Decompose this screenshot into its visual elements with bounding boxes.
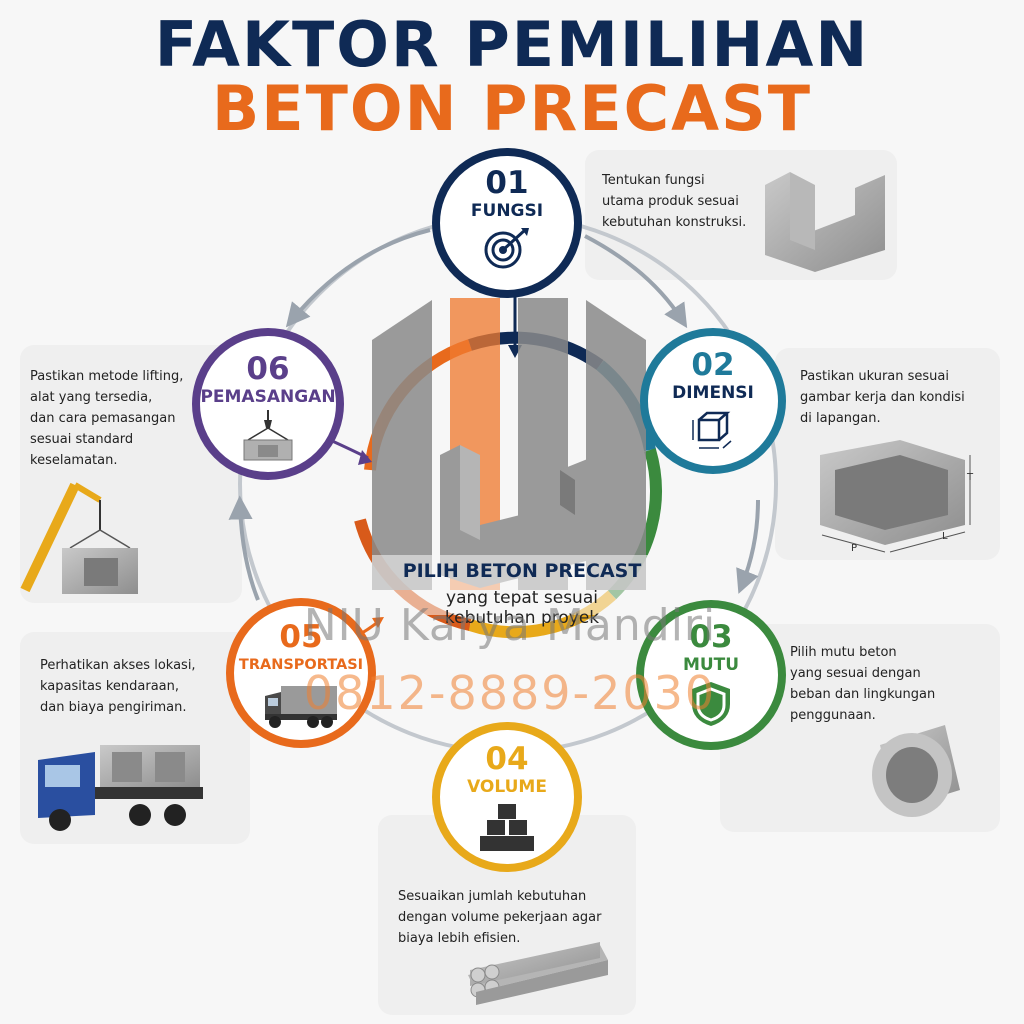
step-label: PEMASANGAN — [200, 387, 336, 407]
step-number: 05 — [279, 619, 323, 655]
center-u-channel — [440, 445, 590, 588]
arrow-05-06 — [228, 495, 260, 601]
arrow-02-03 — [736, 499, 760, 594]
step-label: FUNGSI — [470, 201, 544, 221]
shield-check-icon — [692, 682, 730, 726]
center-subtitle-line-1: yang tepat sesuai — [446, 588, 598, 608]
hollow-beams-image — [468, 942, 608, 1005]
dimension-t: T — [967, 472, 974, 483]
cube-dimension-icon — [692, 411, 732, 449]
step-06-pemasangan: 06 PEMASANGAN — [192, 328, 344, 480]
desc-transportasi: Perhatikan akses lokasi, kapasitas kenda… — [40, 658, 196, 715]
desc-mutu: Pilih mutu beton yang sesuai dengan beba… — [790, 645, 936, 723]
center-subtitle-line-2: kebutuhan proyek — [444, 608, 600, 628]
arrow-01-02 — [584, 234, 688, 329]
title-line-2: BETON PRECAST — [211, 72, 813, 145]
u-ditch-image — [765, 172, 885, 272]
desc-volume: Sesuaikan jumlah kebutuhan dengan volume… — [398, 889, 602, 946]
box-culvert-image — [820, 440, 971, 553]
title-line-1: FAKTOR PEMILIHAN — [154, 8, 870, 81]
step-number: 03 — [689, 619, 733, 655]
concrete-pipe-image — [872, 725, 960, 817]
step-label: VOLUME — [467, 777, 547, 797]
step-05-transportasi: 05 TRANSPORTASI — [226, 598, 376, 748]
stacked-boxes-icon — [480, 804, 534, 851]
desc-fungsi: Tentukan fungsi utama produk sesuai kebu… — [602, 173, 747, 230]
step-number: 04 — [485, 741, 529, 777]
dimension-l: L — [942, 531, 948, 542]
desc-pemasangan: Pastikan metode lifting, alat yang terse… — [30, 369, 184, 468]
center-title: PILIH BETON PRECAST — [402, 560, 642, 582]
crane-hook-icon — [243, 410, 293, 461]
arrow-06-01 — [285, 228, 431, 328]
step-label: MUTU — [682, 655, 740, 675]
target-icon — [484, 228, 529, 269]
step-03-mutu: 03 MUTU — [636, 600, 786, 750]
step-number: 01 — [485, 165, 529, 201]
step-04-volume: 04 VOLUME — [432, 722, 582, 872]
watermark-phone: 0812-8889-2030 — [303, 666, 717, 720]
truck-icon — [265, 686, 337, 728]
center-subtitle: yang tepat sesuai kebutuhan proyek — [372, 588, 672, 628]
step-label: DIMENSI — [672, 383, 754, 403]
step-01-fungsi: 01 FUNGSI — [432, 148, 582, 298]
step-label: TRANSPORTASI — [238, 657, 364, 673]
step-number: 06 — [246, 351, 290, 387]
dimension-p: P — [851, 543, 858, 554]
desc-dimensi: Pastikan ukuran sesuai gambar kerja dan … — [800, 369, 965, 426]
truck-with-culverts-image — [38, 745, 203, 831]
crane-lifting-image — [20, 482, 138, 594]
step-number: 02 — [691, 347, 735, 383]
step-02-dimensi: 02 DIMENSI — [640, 328, 786, 474]
watermark-company-name: NIU Karya Mandiri — [303, 600, 717, 651]
